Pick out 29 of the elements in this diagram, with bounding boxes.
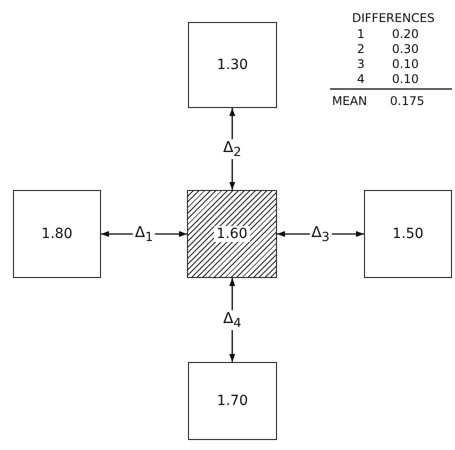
value-text: 1.80: [40, 226, 74, 242]
edge-label: Δ$_{2}$: [221, 139, 244, 159]
value-text: 1.30: [216, 57, 250, 73]
edge-label: Δ$_{1}$: [132, 224, 156, 244]
table-cell: 1: [357, 28, 365, 40]
double-arrow: [229, 278, 236, 362]
table-cell: 2: [357, 43, 365, 55]
table-cell: 0.10: [392, 58, 419, 70]
value-text: 1.50: [391, 226, 425, 242]
double-arrow: [277, 231, 364, 237]
edge-label: Δ$_{3}$: [309, 224, 332, 244]
value-box: [188, 22, 277, 108]
table-cell: 0.30: [392, 43, 419, 55]
double-arrow: [229, 108, 236, 190]
table-cell: 3: [357, 58, 365, 70]
value-text: 1.70: [216, 393, 250, 409]
double-arrow: [101, 231, 187, 237]
table-cell: 0.20: [392, 28, 419, 40]
table-cell: MEAN: [332, 95, 368, 107]
table-cell: 4: [357, 73, 365, 85]
value-box: [188, 362, 277, 440]
table-cell: 0.10: [392, 73, 419, 85]
edge-label: Δ$_{4}$: [221, 310, 244, 330]
table-heading: DIFFERENCES: [352, 12, 435, 24]
value-text: 1.60: [214, 226, 250, 242]
value-box: [364, 190, 452, 278]
table-cell: 0.175: [390, 95, 424, 107]
value-box: [13, 190, 101, 278]
hatched-box: [187, 190, 277, 278]
